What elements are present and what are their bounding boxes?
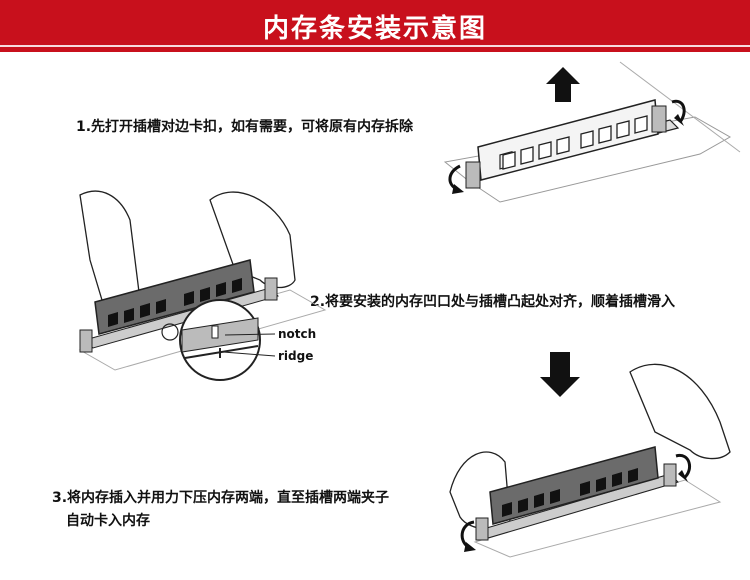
figure-remove-module (440, 62, 740, 222)
notch-label: notch (278, 327, 316, 341)
figure-press-module (450, 352, 745, 562)
step-2-text: 2.将要安装的内存凹口处与插槽凸起处对齐，顺着插槽滑入 (310, 291, 675, 311)
figure-align-module: notch ridge (60, 180, 350, 380)
memory-module (478, 100, 658, 180)
page-title: 内存条安装示意图 (0, 8, 750, 45)
arrow-up-icon (546, 67, 580, 102)
magnifier-detail (180, 300, 260, 380)
step-3-text-line-2: 自动卡入内存 (66, 510, 150, 530)
ridge-label: ridge (278, 349, 313, 363)
header-divider (0, 45, 750, 47)
header-bar: 内存条安装示意图 (0, 0, 750, 52)
arrow-down-icon (540, 352, 580, 397)
step-3-text-line-1: 3.将内存插入并用力下压内存两端，直至插槽两端夹子 (52, 487, 389, 507)
step-1-text: 1.先打开插槽对边卡扣，如有需要，可将原有内存拆除 (76, 116, 413, 136)
